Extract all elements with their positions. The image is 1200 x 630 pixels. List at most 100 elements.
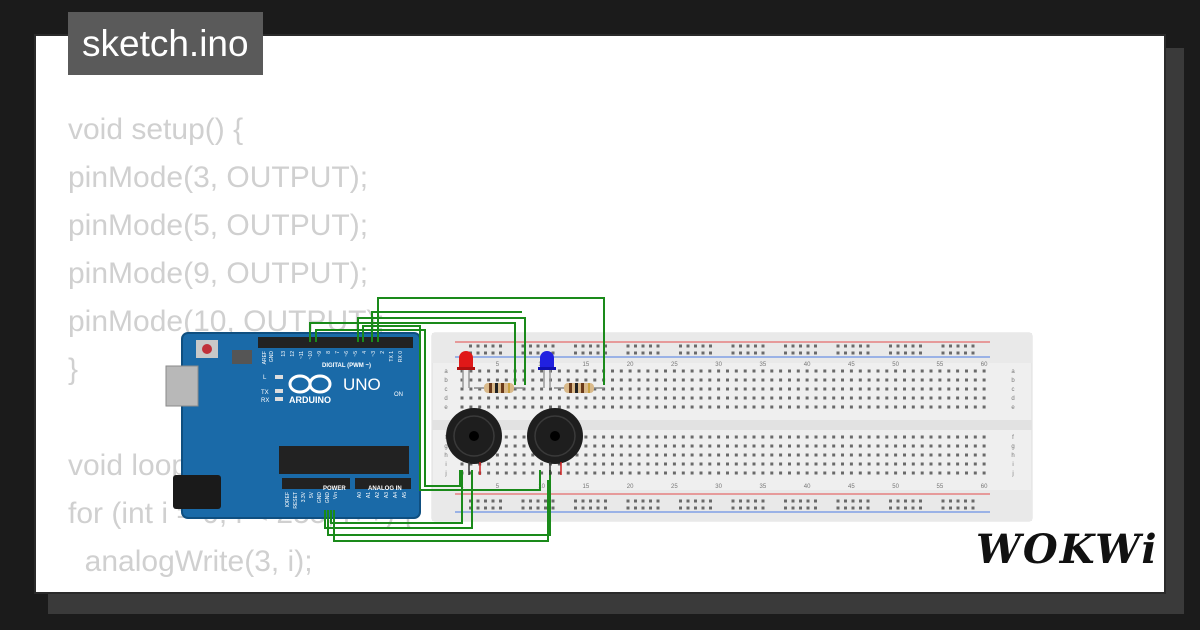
breadboard-hole [761, 453, 765, 457]
wire-gnd-1[interactable] [324, 470, 473, 529]
breadboard-hole [929, 369, 933, 373]
breadboard-hole [876, 435, 880, 439]
breadboard-hole [469, 387, 473, 391]
breadboard-hole [602, 396, 606, 400]
breadboard-hole [460, 369, 464, 373]
breadboard-row-label: f [1012, 435, 1014, 441]
breadboard-hole [814, 444, 818, 448]
breadboard-column-label: 45 [848, 484, 855, 490]
breadboard-hole [867, 378, 871, 382]
breadboard-hole [672, 369, 676, 373]
rail-hole [806, 351, 810, 355]
breadboard-hole [761, 405, 765, 409]
breadboard-hole [779, 462, 783, 466]
wire-pin-6[interactable] [362, 325, 541, 491]
breadboard-hole [965, 405, 968, 409]
breadboard-hole [938, 453, 942, 457]
breadboard-hole [655, 405, 659, 409]
code-line: } [68, 353, 79, 386]
breadboard-hole [849, 462, 853, 466]
reset-button[interactable] [202, 344, 212, 354]
breadboard-hole [557, 462, 561, 466]
rail-hole [469, 344, 472, 348]
breadboard-hole [593, 405, 597, 409]
breadboard-hole [522, 387, 526, 391]
resistor-1[interactable] [474, 383, 524, 393]
breadboard-hole [593, 453, 597, 457]
wire-pin-3-a[interactable] [371, 311, 522, 342]
breadboard-hole [708, 378, 712, 382]
wire-pin-5[interactable] [357, 317, 526, 385]
rail-hole [679, 344, 682, 348]
breadboard-hole [717, 378, 721, 382]
breadboard-hole [734, 405, 738, 409]
rail-hole [784, 499, 787, 503]
breadboard-hole [965, 453, 968, 457]
digital-pin-label: 2 [380, 351, 386, 354]
rail-hole [761, 344, 765, 348]
breadboard-hole [469, 462, 473, 466]
breadboard-hole [903, 387, 906, 391]
breadboard-hole [779, 396, 783, 400]
breadboard-hole [513, 462, 517, 466]
breadboard-hole [947, 444, 951, 448]
breadboard-hole [504, 453, 508, 457]
breadboard-hole [973, 444, 977, 448]
breadboard-hole [858, 462, 862, 466]
rx-label: RX [261, 398, 269, 404]
resistor-2[interactable] [554, 383, 604, 393]
breadboard-column-label: 5 [496, 362, 500, 368]
breadboard-hole [531, 453, 535, 457]
wire-pin-10[interactable] [309, 322, 516, 385]
breadboard-hole [867, 396, 871, 400]
breadboard-hole [593, 435, 597, 439]
code-line: analogWrite(3, i); [68, 545, 313, 578]
wire-gnd-4[interactable] [333, 480, 549, 542]
file-tab-title[interactable]: sketch.ino [68, 12, 263, 75]
rail-hole [649, 344, 652, 348]
rail-hole [761, 351, 765, 355]
breadboard-hole [814, 405, 818, 409]
breadboard-hole [619, 387, 623, 391]
wire-gnd-2[interactable] [327, 470, 551, 536]
breadboard-hole [664, 453, 667, 457]
digital-pin-label: RX 0 [398, 351, 404, 362]
code-line: pinMode(3, OUTPUT); [68, 161, 369, 194]
breadboard-hole [849, 435, 853, 439]
breadboard-hole [965, 387, 968, 391]
rail-hole [911, 351, 915, 355]
led-blue[interactable] [538, 351, 556, 388]
led-red[interactable] [457, 351, 475, 388]
rail-hole [679, 499, 682, 503]
rail-hole [791, 351, 795, 355]
rail-hole [791, 499, 795, 503]
breadboard[interactable]: 1155101015152020252530303535404045455050… [431, 332, 1033, 522]
breadboard-column-label: 50 [892, 362, 899, 368]
breadboard-hole [965, 378, 968, 382]
breadboard-hole [752, 405, 756, 409]
rail-hole [799, 351, 802, 355]
rail-hole [739, 499, 742, 503]
breadboard-hole [894, 387, 898, 391]
breadboard-hole [717, 471, 721, 475]
wire-pin-3[interactable] [377, 297, 605, 385]
breadboard-hole [681, 462, 685, 466]
breadboard-hole [531, 462, 535, 466]
rail-hole [799, 499, 802, 503]
pin-label-aref: AREF [262, 351, 268, 364]
buzzer-1[interactable] [446, 408, 502, 475]
breadboard-hole [566, 471, 570, 475]
breadboard-hole [664, 471, 667, 475]
breadboard-hole [770, 369, 774, 373]
buzzer-2[interactable] [527, 408, 583, 475]
wire-pin-9[interactable] [315, 329, 461, 487]
breadboard-row-label: g [1011, 444, 1014, 450]
arduino-uno-board[interactable]: UNO ARDUINO DIGITAL (PWM ~) POWER ANALOG… [165, 332, 421, 519]
breadboard-hole [841, 396, 844, 400]
rail-hole [851, 506, 855, 510]
breadboard-hole [504, 435, 508, 439]
wire-gnd-3[interactable] [330, 470, 463, 524]
breadboard-hole [681, 453, 685, 457]
breadboard-hole [894, 462, 898, 466]
breadboard-hole [637, 462, 641, 466]
